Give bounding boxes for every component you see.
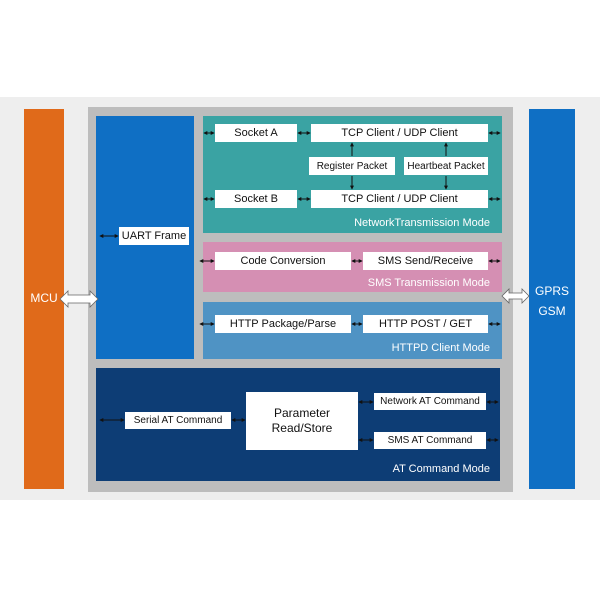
socket-b-box: Socket B (215, 190, 297, 208)
tcp-udp-client-b-box: TCP Client / UDP Client (311, 190, 488, 208)
read-store-label: Read/Store (271, 421, 333, 435)
http-package-parse-box: HTTP Package/Parse (215, 315, 351, 333)
network-at-command-box: Network AT Command (374, 393, 486, 410)
at-mode-title: AT Command Mode (392, 463, 490, 475)
gprs-gsm-block (529, 109, 575, 489)
mcu-block (24, 109, 64, 489)
uart-frame-box: UART Frame (119, 227, 189, 245)
gsm-label: GSM (538, 304, 566, 318)
httpd-mode-title: HTTPD Client Mode (391, 342, 490, 354)
http-post-get-box: HTTP POST / GET (363, 315, 488, 333)
network-mode-title: NetworkTransmission Mode (354, 217, 490, 229)
serial-at-command-box: Serial AT Command (125, 412, 231, 429)
parameter-read-store-box: Parameter Read/Store (246, 392, 358, 450)
sms-mode-title: SMS Transmission Mode (367, 277, 490, 289)
tcp-udp-client-a-box: TCP Client / UDP Client (311, 124, 488, 142)
parameter-label: Parameter (273, 406, 331, 420)
mcu-label: MCU (30, 291, 58, 305)
gprs-gsm-label: GPRS GSM (529, 281, 575, 321)
sms-at-command-box: SMS AT Command (374, 432, 486, 449)
register-packet-box: Register Packet (309, 157, 395, 175)
heartbeat-packet-box: Heartbeat Packet (404, 157, 488, 175)
gprs-label: GPRS (534, 284, 569, 298)
code-conversion-box: Code Conversion (215, 252, 351, 270)
uart-link-label: UART (67, 294, 93, 304)
sms-send-receive-box: SMS Send/Receive (363, 252, 488, 270)
socket-a-box: Socket A (215, 124, 297, 142)
